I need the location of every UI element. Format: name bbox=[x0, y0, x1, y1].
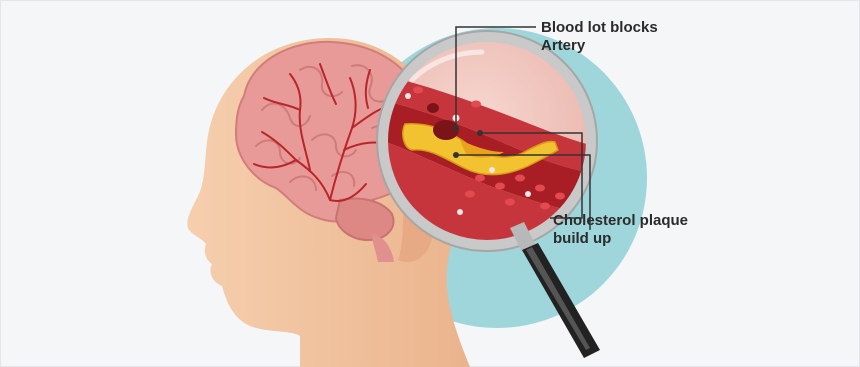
blood-clot-label-line2: Artery bbox=[541, 37, 658, 55]
plaque-label-line2: build up bbox=[553, 230, 688, 248]
blood-clot-label-line1: Blood lot blocks bbox=[541, 19, 658, 37]
blood-clot-label: Blood lot blocks Artery bbox=[541, 19, 658, 55]
plaque-label-line1: Cholesterol plaque bbox=[553, 212, 688, 230]
plaque-label: Cholesterol plaque build up bbox=[553, 212, 688, 248]
